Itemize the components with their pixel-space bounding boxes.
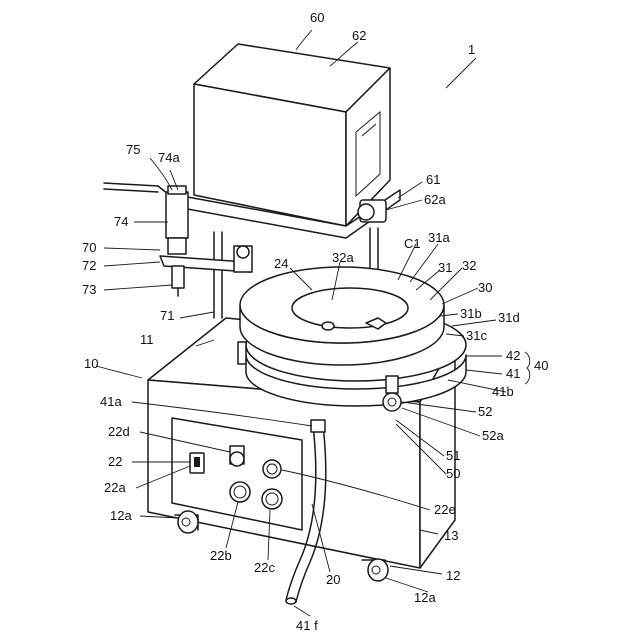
label-12a-right: 12a	[414, 590, 436, 605]
label-24: 24	[274, 256, 288, 271]
label-61: 61	[426, 172, 440, 187]
label-31a: 31a	[428, 230, 450, 245]
label-52: 52	[478, 404, 492, 419]
label-74a: 74a	[158, 150, 180, 165]
label-62: 62	[352, 28, 366, 43]
head-unit	[182, 44, 400, 238]
label-50: 50	[446, 466, 460, 481]
label-31b: 31b	[460, 306, 482, 321]
label-41f: 41 f	[296, 618, 318, 633]
label-22a: 22a	[104, 480, 126, 495]
label-51: 51	[446, 448, 460, 463]
label-62a: 62a	[424, 192, 446, 207]
label-40: 40	[534, 358, 548, 373]
label-52a: 52a	[482, 428, 504, 443]
label-31c: 31c	[466, 328, 487, 343]
label-12a-left: 12a	[110, 508, 132, 523]
label-72: 72	[82, 258, 96, 273]
label-32a: 32a	[332, 250, 354, 265]
label-41: 41	[506, 366, 520, 381]
label-32: 32	[462, 258, 476, 273]
label-73: 73	[82, 282, 96, 297]
label-20: 20	[326, 572, 340, 587]
label-22e: 22e	[434, 502, 456, 517]
label-10: 10	[84, 356, 98, 371]
label-22b: 22b	[210, 548, 232, 563]
label-31d: 31d	[498, 310, 520, 325]
label-74: 74	[114, 214, 128, 229]
label-12: 12	[446, 568, 460, 583]
label-C1: C1	[404, 236, 421, 251]
label-75: 75	[126, 142, 140, 157]
label-22c: 22c	[254, 560, 275, 575]
label-71: 71	[160, 308, 174, 323]
caster-left	[175, 511, 198, 533]
label-22: 22	[108, 454, 122, 469]
label-22d: 22d	[108, 424, 130, 439]
label-70: 70	[82, 240, 96, 255]
bowl-assembly	[238, 267, 466, 411]
label-11: 11	[140, 332, 154, 347]
label-13: 13	[444, 528, 458, 543]
label-42: 42	[506, 348, 520, 363]
label-60: 60	[310, 10, 324, 25]
label-41b: 41b	[492, 384, 514, 399]
label-30: 30	[478, 280, 492, 295]
label-41a: 41a	[100, 394, 122, 409]
label-1: 1	[468, 42, 475, 57]
caster-right	[362, 559, 388, 581]
label-31: 31	[438, 260, 452, 275]
